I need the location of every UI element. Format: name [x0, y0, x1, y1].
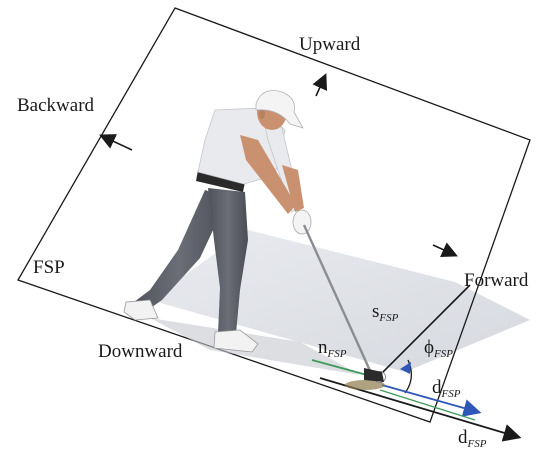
shaded-ground-plane	[150, 230, 530, 372]
d-fsp-1-base: d	[432, 377, 442, 398]
s-fsp-sub: FSP	[379, 312, 399, 324]
s-fsp-symbol: sFSP	[372, 302, 398, 324]
phi-fsp-sub: FSP	[434, 348, 453, 360]
golfer-front-leg	[208, 188, 248, 334]
backward-label: Backward	[17, 95, 95, 116]
s-fsp-line	[379, 284, 471, 376]
golfer-hands	[292, 209, 312, 235]
golfer-belt	[196, 170, 245, 192]
backward-arrow	[99, 134, 133, 151]
golfer-left-forearm	[282, 165, 304, 212]
golfer-back-leg	[130, 190, 228, 312]
n-fsp-sub: FSP	[327, 348, 347, 360]
d-fsp-1-sub: FSP	[441, 388, 461, 400]
d-fsp-2-sub: FSP	[467, 438, 487, 450]
golfer-ear	[259, 109, 265, 119]
s-fsp-base: s	[372, 301, 380, 322]
fsp-plane-outline	[17, 7, 531, 423]
d-fsp-2-base: d	[458, 427, 468, 448]
golfer-figure	[123, 90, 312, 353]
upward-arrow	[312, 73, 328, 97]
n-fsp-base: n	[318, 337, 328, 358]
phi-angle-arc	[404, 359, 412, 394]
d-fsp-vector-2	[379, 389, 476, 421]
phi-fsp-base: ϕ	[424, 337, 435, 358]
d-fsp-vector-1	[381, 384, 482, 417]
golf-club-head	[364, 368, 384, 382]
d-fsp-symbol-2: dFSP	[458, 428, 486, 450]
divot	[345, 380, 385, 390]
golfer-front-shoe	[213, 329, 259, 353]
n-fsp-symbol: nFSP	[318, 338, 346, 360]
golfer-right-arm	[240, 135, 296, 214]
golf-club-shaft	[302, 224, 374, 376]
fsp-plane-label: FSP	[33, 257, 65, 278]
golfer-cap	[255, 90, 304, 129]
golfer-back-shoe	[123, 299, 159, 321]
phi-angle-arrowhead	[400, 362, 411, 374]
forward-arrow	[432, 242, 458, 257]
d-fsp-symbol-1: dFSP	[432, 378, 460, 400]
downward-label: Downward	[98, 341, 183, 362]
phi-fsp-symbol: ϕFSP	[424, 338, 453, 360]
forward-label: Forward	[464, 270, 529, 291]
upward-label: Upward	[299, 34, 361, 55]
